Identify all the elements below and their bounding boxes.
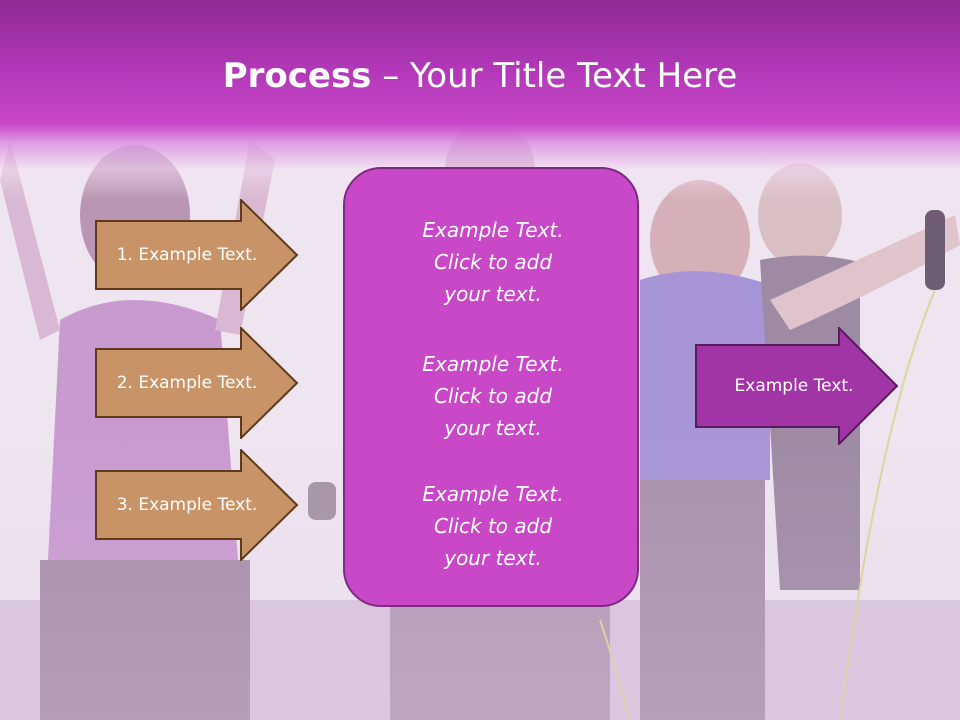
slide-title[interactable]: Process – Your Title Text Here bbox=[0, 54, 960, 98]
arrow-right-shape bbox=[95, 327, 299, 439]
arrow-right-shape bbox=[95, 199, 299, 311]
step-arrow-3-label: 3. Example Text. bbox=[116, 495, 258, 515]
step-arrow-1-label: 1. Example Text. bbox=[116, 245, 258, 265]
center-text-box[interactable]: Example Text. Click to add your text. Ex… bbox=[343, 167, 639, 607]
center-text-line: Example Text. bbox=[422, 218, 564, 242]
title-rest: – Your Title Text Here bbox=[371, 56, 738, 96]
center-text-line: Example Text. bbox=[422, 352, 564, 376]
center-text-line: your text. bbox=[444, 416, 542, 440]
title-band bbox=[0, 0, 960, 200]
center-text-line: Example Text. bbox=[422, 482, 564, 506]
center-text-block-1: Example Text. Click to add your text. bbox=[345, 214, 641, 310]
step-arrow-3[interactable]: 3. Example Text. bbox=[95, 449, 299, 561]
center-text-block-2: Example Text. Click to add your text. bbox=[345, 348, 641, 444]
center-text-block-3: Example Text. Click to add your text. bbox=[345, 478, 641, 574]
center-text-line: Click to add bbox=[433, 250, 553, 274]
center-text-line: Click to add bbox=[433, 384, 553, 408]
arrow-right-shape bbox=[95, 449, 299, 561]
step-arrow-2[interactable]: 2. Example Text. bbox=[95, 327, 299, 439]
center-text-line: Click to add bbox=[433, 514, 553, 538]
step-arrow-2-label: 2. Example Text. bbox=[116, 373, 258, 393]
center-text-line: your text. bbox=[444, 546, 542, 570]
arrow-right-shape bbox=[695, 327, 899, 445]
center-text-line: your text. bbox=[444, 282, 542, 306]
result-arrow-label: Example Text. bbox=[734, 376, 854, 396]
result-arrow[interactable]: Example Text. bbox=[695, 327, 899, 445]
title-bold: Process bbox=[222, 56, 372, 96]
step-arrow-1[interactable]: 1. Example Text. bbox=[95, 199, 299, 311]
